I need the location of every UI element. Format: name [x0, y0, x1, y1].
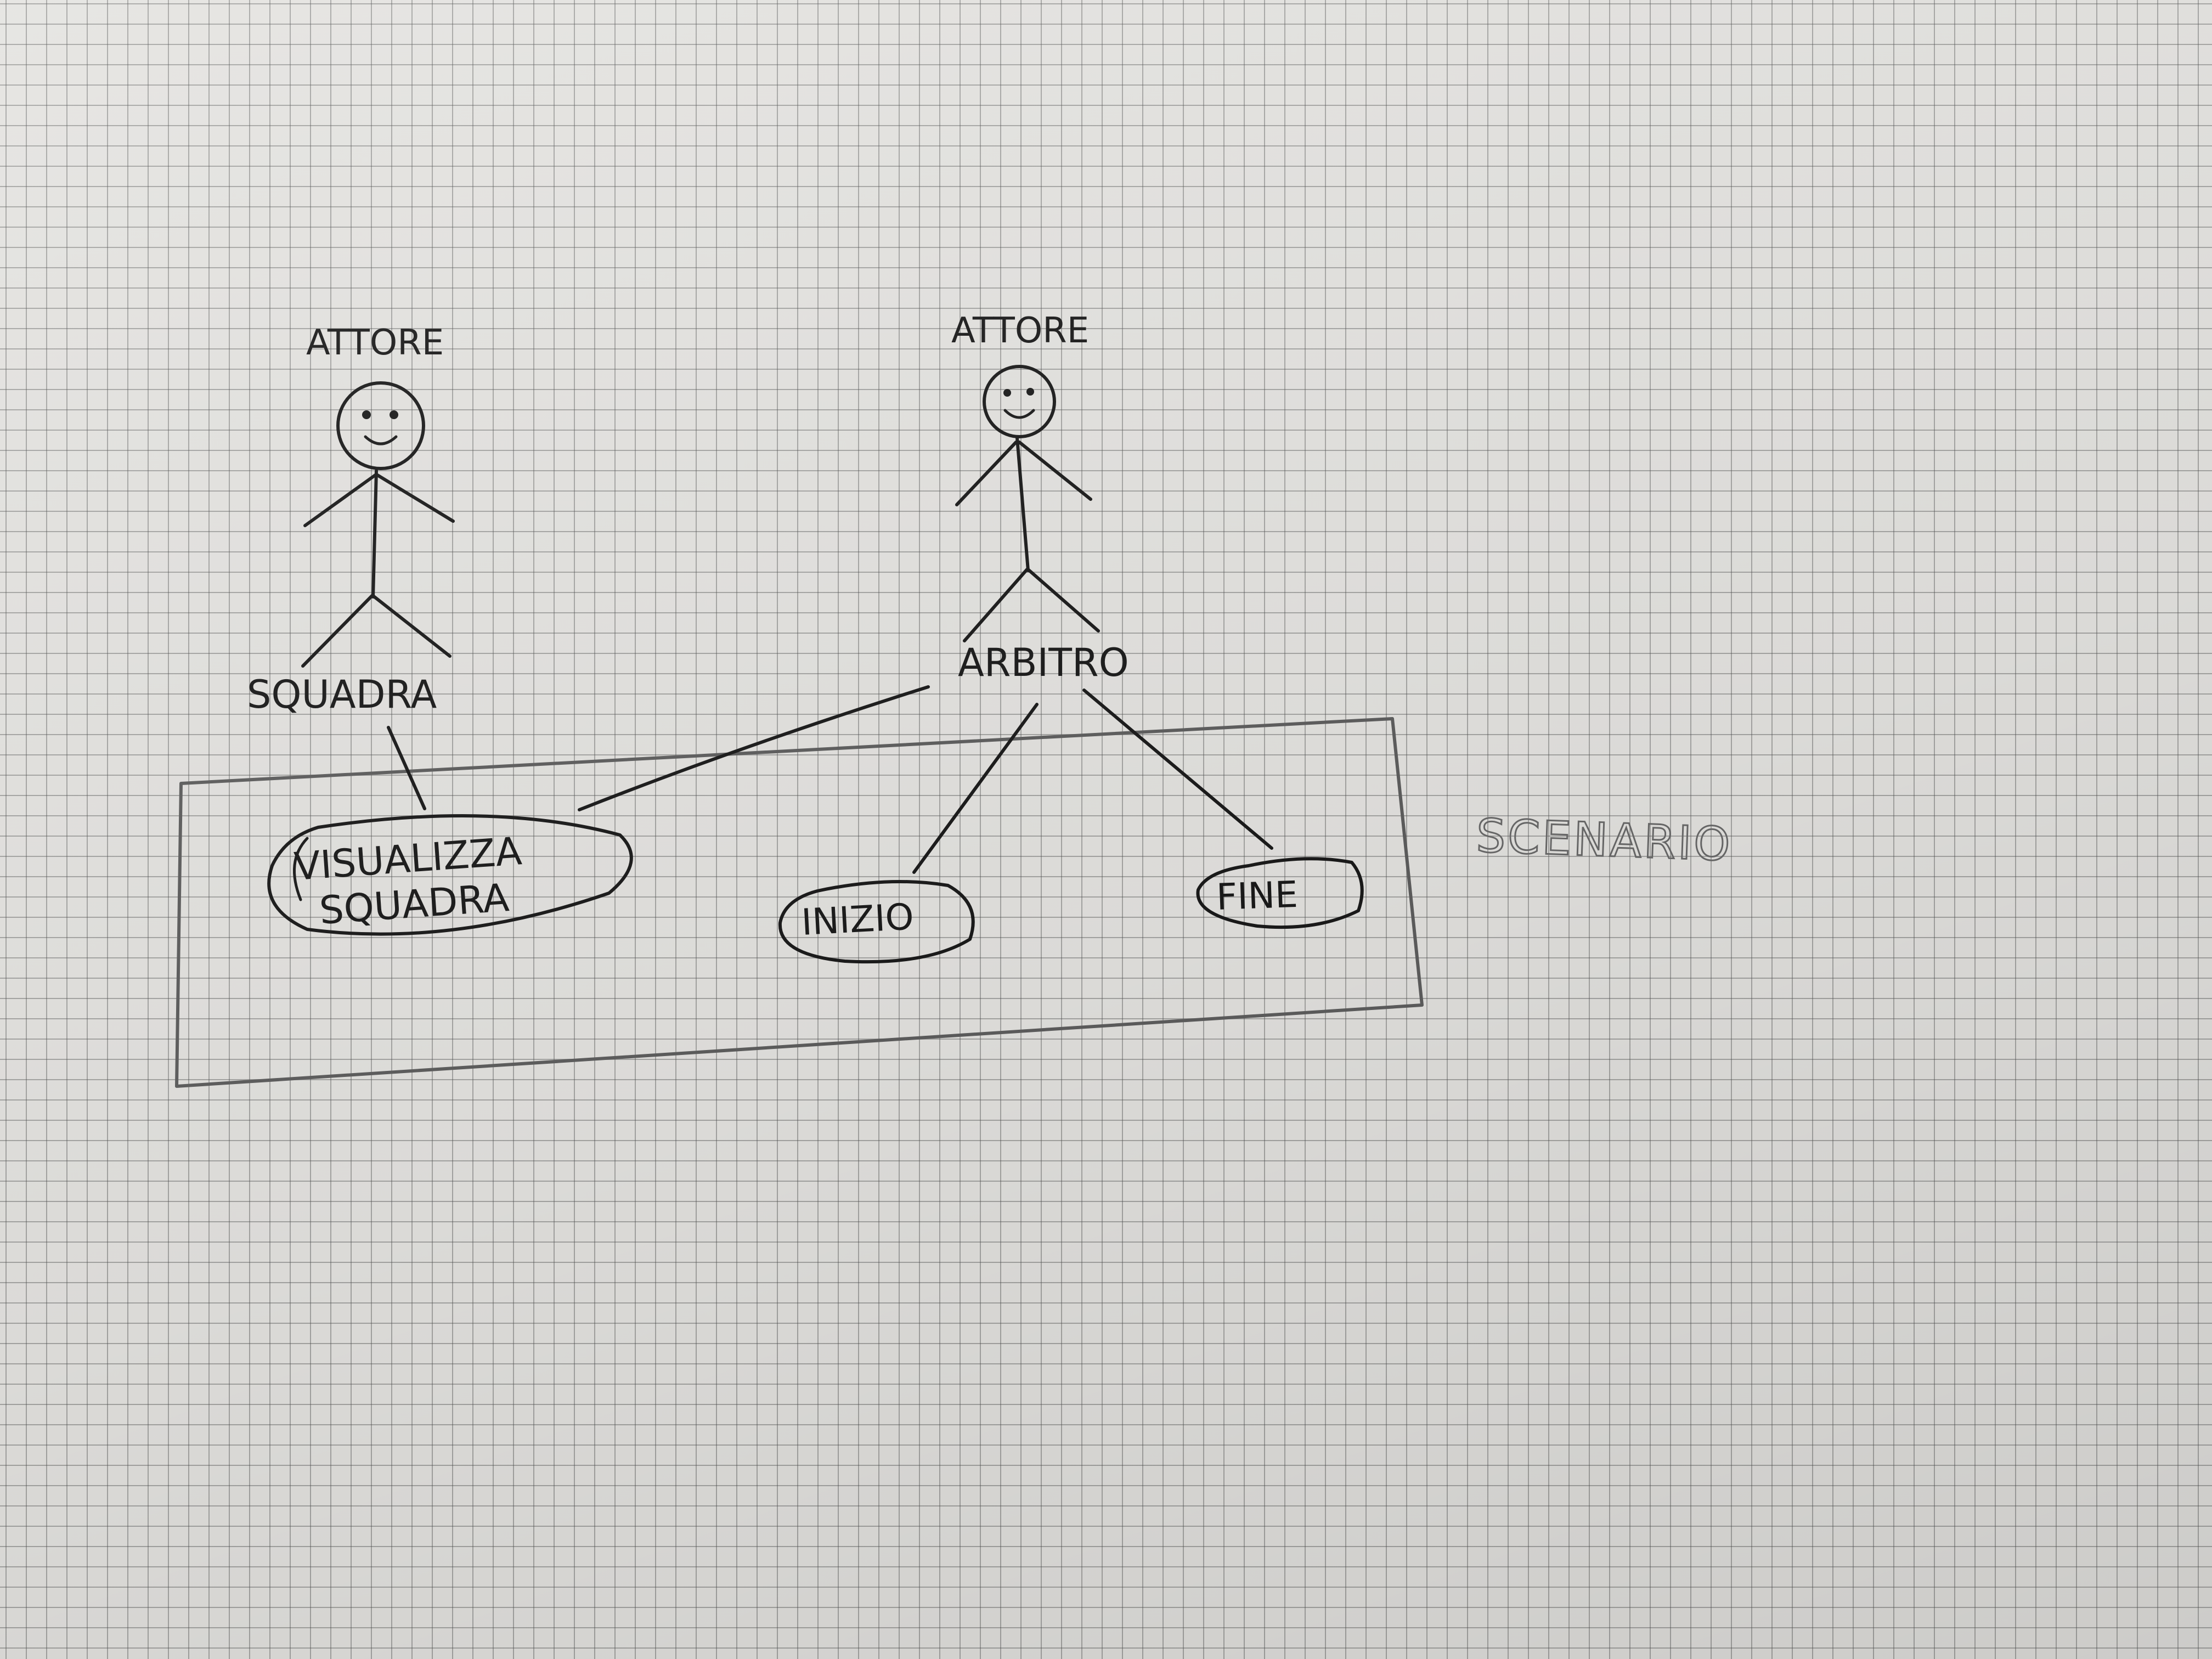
use-case-inizio: INIZIO [778, 879, 975, 964]
actor-squadra-stereotype: ATTORE [306, 323, 444, 363]
stick-figure-icon [955, 365, 1100, 642]
actor-squadra-name: SQUADRA [247, 672, 437, 717]
association-arbitro-visualizza [578, 685, 930, 811]
association-squadra-visualizza [387, 726, 426, 810]
association-arbitro-inizio [912, 703, 1039, 874]
association-arbitro-fine [1082, 689, 1273, 850]
actor-arbitro-name: ARBITRO [958, 640, 1129, 685]
actor-squadra: ATTORE SQUADRA [247, 323, 455, 717]
use-case-visualizza-squadra: VISUALIZZA SQUADRA [267, 814, 633, 936]
stick-figure-icon [301, 381, 455, 668]
use-case-fine-label: FINE [1216, 873, 1299, 918]
use-case-fine: FINE [1196, 857, 1364, 929]
use-case-inizio-label: INIZIO [800, 895, 915, 944]
system-label: SCENARIO [1475, 809, 1733, 871]
system-boundary [175, 717, 1424, 1088]
actor-arbitro-stereotype: ATTORE [951, 311, 1089, 351]
actor-arbitro: ATTORE ARBITRO [951, 311, 1129, 685]
